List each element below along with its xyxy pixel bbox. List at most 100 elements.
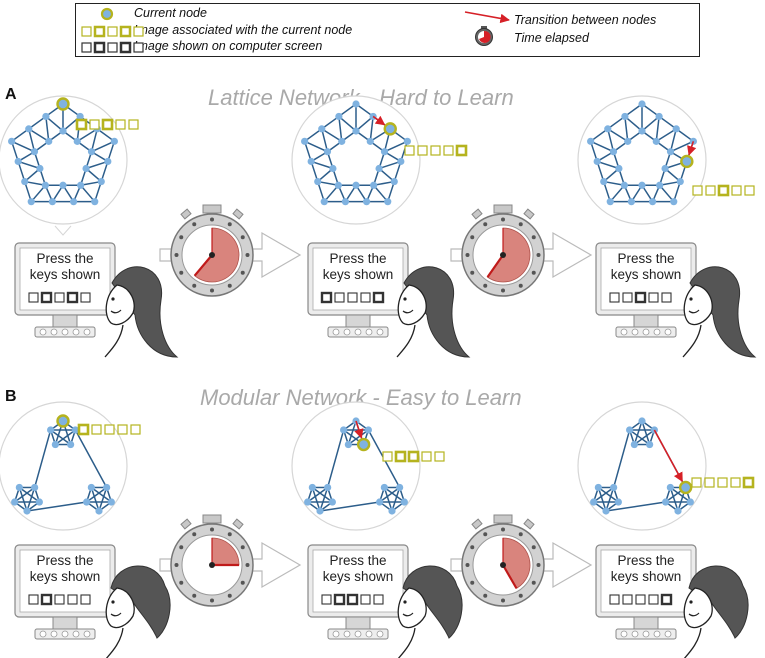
network-node — [27, 198, 35, 206]
network-node — [676, 177, 684, 186]
legend-screen-image-icon — [81, 41, 144, 54]
network-node — [59, 181, 67, 189]
network-node — [396, 483, 404, 492]
network-node — [380, 148, 389, 156]
network-node — [104, 157, 112, 166]
shoulder — [396, 324, 416, 358]
network-edge — [310, 160, 334, 170]
network-node — [627, 198, 636, 206]
network-edge — [597, 487, 607, 512]
stopwatch-tick — [179, 545, 184, 550]
network-node — [630, 440, 638, 449]
stopwatch-crown — [202, 204, 222, 214]
legend-transition-arrow-icon — [464, 11, 510, 24]
network-node — [362, 198, 371, 206]
square-icon — [133, 42, 144, 53]
hair — [111, 266, 179, 358]
network-edge — [33, 429, 52, 488]
network-edge — [311, 487, 321, 512]
network-node — [376, 498, 384, 506]
network-node — [661, 164, 669, 173]
network-edge — [384, 140, 408, 153]
stopwatch-tick — [536, 563, 541, 567]
stopwatch-tick — [179, 235, 184, 240]
keyboard-key — [332, 630, 340, 638]
square-icon — [321, 594, 332, 605]
square-icon — [40, 593, 53, 606]
square-icon — [89, 119, 100, 130]
square-icon — [691, 477, 702, 488]
square-icon — [77, 423, 90, 436]
square-icon — [93, 25, 106, 38]
keyboard-key — [620, 328, 628, 336]
a2-associated-image — [404, 144, 468, 157]
network-node — [397, 157, 405, 166]
square-icon — [333, 593, 346, 606]
stopwatch-tick — [518, 222, 523, 227]
network-node — [25, 125, 33, 133]
square-icon — [119, 25, 132, 38]
transition-arrow-icon — [687, 141, 697, 156]
mouth — [402, 309, 414, 314]
section-a-letter: A — [5, 86, 17, 103]
square-icon — [373, 594, 384, 605]
network-node — [76, 112, 84, 121]
square-icon — [81, 26, 92, 37]
stopwatch-tick — [240, 235, 245, 240]
keyboard-key — [642, 630, 650, 638]
stopwatch-tick — [210, 288, 214, 293]
network-node — [352, 127, 360, 135]
stopwatch-button — [471, 518, 483, 530]
shoulder — [397, 627, 416, 658]
square-icon — [91, 424, 102, 435]
network-edge — [379, 486, 401, 503]
square-icon — [704, 477, 715, 488]
square-icon — [93, 41, 106, 54]
square-icon — [394, 450, 407, 463]
network-node — [375, 164, 383, 173]
b3-screen-keys — [609, 593, 673, 606]
network-node — [91, 198, 99, 206]
stopwatch-crown — [493, 204, 513, 214]
monitor-stand — [633, 314, 659, 328]
square-icon — [115, 119, 126, 130]
keyboard-key — [50, 328, 58, 336]
network-edge — [76, 128, 98, 143]
network-node — [594, 483, 602, 492]
stopwatch-tick — [192, 532, 197, 537]
network-node — [329, 164, 337, 173]
network-node — [47, 426, 55, 434]
mouth — [688, 309, 700, 314]
stopwatch-tick — [470, 545, 475, 550]
network-node — [31, 483, 39, 492]
stopwatch-button — [232, 518, 244, 530]
stopwatch-tick — [483, 532, 488, 537]
square-icon — [421, 451, 432, 462]
stopwatch-tick — [531, 235, 536, 240]
stopwatch-tick — [227, 532, 232, 537]
network-edge — [26, 487, 36, 512]
monitor-b3-line2: keys shown — [610, 569, 682, 584]
legend: Current node Image associated with the c… — [75, 3, 700, 57]
keyboard-key — [631, 630, 639, 638]
network-edge — [590, 140, 614, 153]
network-edge — [624, 115, 643, 132]
square-icon — [622, 292, 633, 303]
current-node-icon — [56, 414, 70, 428]
elapsed-sector — [194, 227, 240, 283]
square-icon — [80, 292, 91, 303]
square-icon — [133, 26, 144, 37]
network-edge — [655, 116, 660, 142]
stopwatch-tick — [470, 270, 475, 275]
a3-screen-keys — [609, 291, 672, 304]
network-node — [87, 148, 96, 156]
square-icon — [648, 292, 659, 303]
a3-person-avatar — [682, 266, 757, 358]
network-edge — [655, 128, 677, 143]
square-icon — [407, 450, 420, 463]
network-node — [610, 483, 618, 492]
stopwatch-hand — [502, 564, 518, 589]
hair — [403, 266, 471, 358]
section-b-letter: B — [5, 388, 17, 405]
